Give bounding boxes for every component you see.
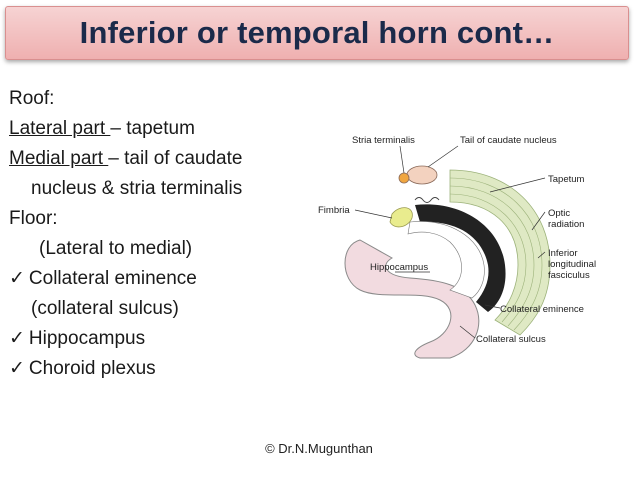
list-item-collateral-eminence: ✓Collateral eminence <box>9 268 197 289</box>
label-optic-2: radiation <box>548 219 584 230</box>
label-ilf-1: Inferior <box>548 248 578 259</box>
list-item-collateral-sulcus: (collateral sulcus) <box>31 298 179 319</box>
tapetum-shape <box>415 204 506 312</box>
label-collateral-sulcus: Collateral sulcus <box>476 334 546 345</box>
label-hippocampus: Hippocampus <box>370 262 428 273</box>
label-collateral-eminence: Collateral eminence <box>500 304 584 315</box>
lateral-part-label: Lateral part <box>9 118 111 139</box>
label-tapetum: Tapetum <box>548 174 585 185</box>
floor-note: (Lateral to medial) <box>39 238 193 259</box>
lateral-part-line: Lateral part – tapetum <box>9 114 309 144</box>
hippocampus-shape <box>344 239 480 359</box>
label-tail-caudate: Tail of caudate nucleus <box>460 135 557 146</box>
medial-part-value: – tail of caudate <box>108 148 243 169</box>
check-icon: ✓ <box>9 328 25 349</box>
fimbria-shape <box>389 207 413 228</box>
list-item-hippocampus: ✓Hippocampus <box>9 328 146 349</box>
optic-radiation-band <box>449 169 551 336</box>
content-list: Roof: Lateral part – tapetum Medial part… <box>9 84 309 384</box>
medial-part-continuation: nucleus & stria terminalis <box>31 178 243 199</box>
list-item-choroid-plexus: ✓Choroid plexus <box>9 358 156 379</box>
temporal-horn-diagram: Stria terminalis Tail of caudate nucleus… <box>300 130 632 360</box>
medial-part-line: Medial part – tail of caudate <box>9 144 309 174</box>
label-ilf-3: fasciculus <box>548 270 590 281</box>
medial-part-label: Medial part <box>9 148 109 169</box>
title-bar: Inferior or temporal horn cont… <box>5 6 629 60</box>
stria-terminalis-shape <box>398 172 410 184</box>
slide-title: Inferior or temporal horn cont… <box>79 15 555 50</box>
diagram-svg: Stria terminalis Tail of caudate nucleus… <box>318 135 596 359</box>
roof-heading: Roof: <box>9 88 55 109</box>
floor-heading: Floor: <box>9 208 58 229</box>
label-fimbria: Fimbria <box>318 205 350 216</box>
check-icon: ✓ <box>9 358 25 379</box>
check-icon: ✓ <box>9 268 25 289</box>
copyright-footer: © Dr.N.Mugunthan <box>265 441 373 456</box>
label-stria-terminalis: Stria terminalis <box>352 135 415 146</box>
label-optic-1: Optic <box>548 208 570 219</box>
caudate-tail-shape <box>406 165 438 185</box>
lateral-part-value: – tapetum <box>110 118 195 139</box>
label-ilf-2: longitudinal <box>548 259 596 270</box>
